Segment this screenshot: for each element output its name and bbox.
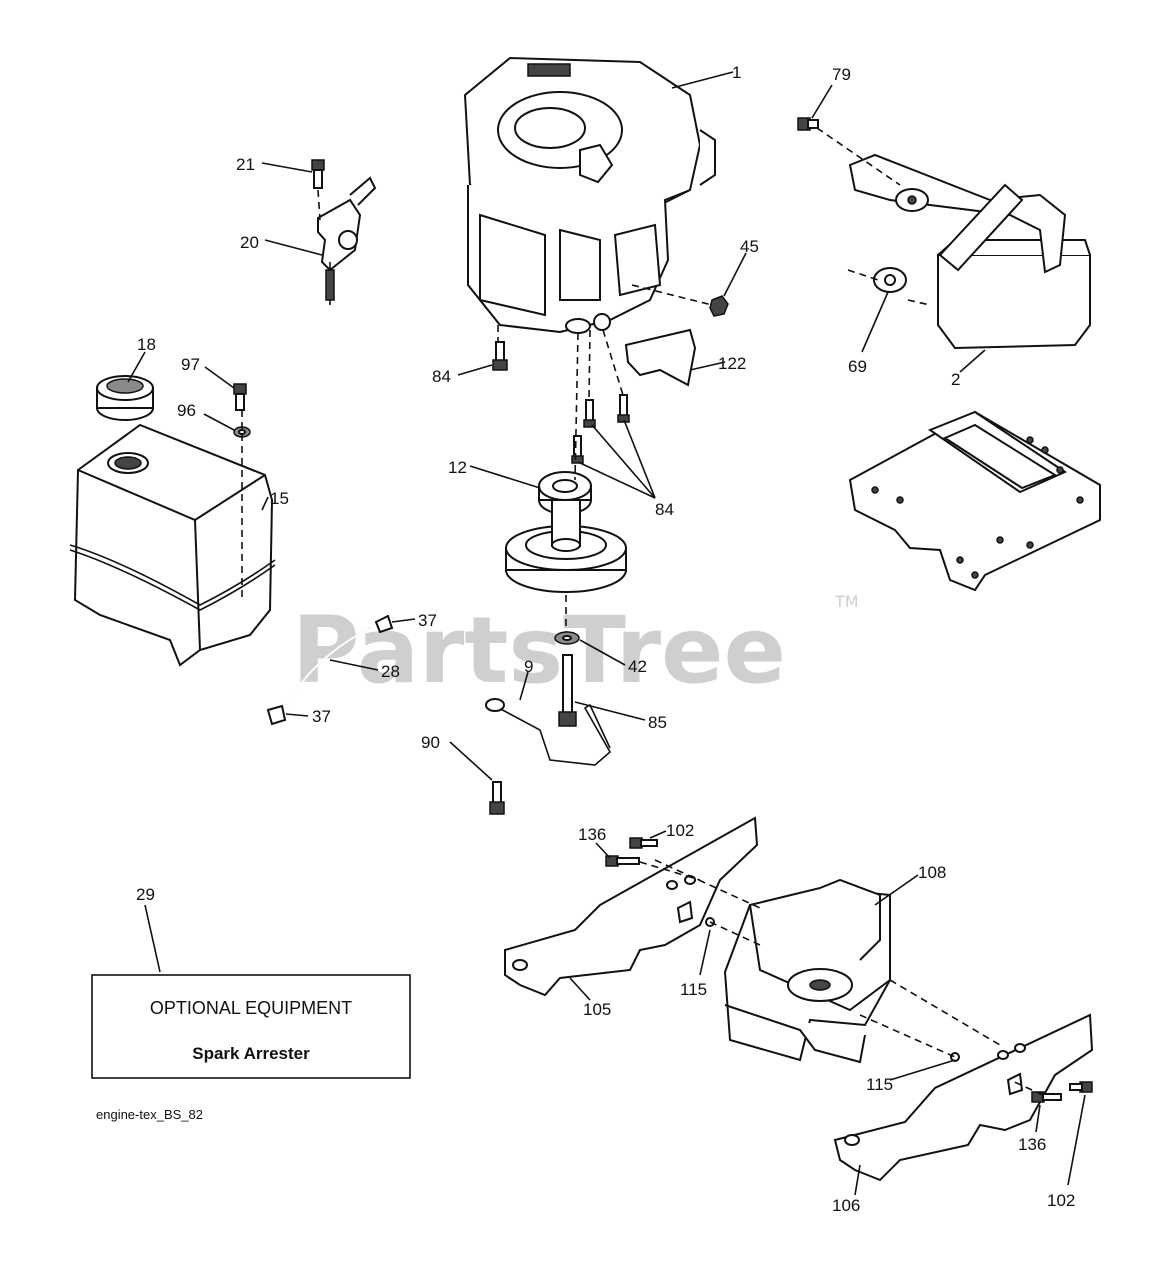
callout-29: 29 [136, 885, 155, 904]
callout-45: 45 [740, 237, 759, 256]
callout-115-left: 115 [680, 980, 707, 999]
callout-115-right: 115 [866, 1075, 893, 1094]
nut-45 [709, 295, 729, 317]
muffler-part [848, 153, 1091, 350]
callout-90: 90 [421, 733, 440, 752]
callout-105: 105 [583, 1000, 611, 1019]
fuel-tank-part [69, 423, 276, 667]
callout-37-bottom: 37 [312, 707, 331, 726]
callout-12: 12 [448, 458, 467, 477]
watermark-text: PartsTree [292, 597, 786, 704]
optional-equipment-box: OPTIONAL EQUIPMENT Spark Arrester [91, 974, 411, 1079]
callout-84-group: 84 [655, 500, 674, 519]
callout-9: 9 [524, 657, 533, 676]
fuel-line-part [287, 627, 371, 706]
clamp-37-bottom [266, 704, 287, 726]
callout-85: 85 [648, 713, 667, 732]
callout-136-top: 136 [578, 825, 606, 844]
callout-97: 97 [181, 355, 200, 374]
callout-102-bottom: 102 [1047, 1191, 1075, 1210]
watermark-trademark: TM [834, 592, 859, 611]
callout-20: 20 [240, 233, 259, 252]
throttle-bracket-part [317, 176, 377, 305]
bolt-84-left [492, 341, 508, 371]
washer-42 [554, 631, 580, 645]
callout-102-top: 102 [666, 821, 694, 840]
fuel-cap-part [96, 375, 154, 421]
mount-plate-part [848, 410, 1101, 592]
frame-rail-right [833, 1013, 1094, 1182]
bolts-84-group [571, 394, 630, 464]
callout-84-left: 84 [432, 367, 451, 386]
callout-79: 79 [832, 65, 851, 84]
callout-108: 108 [918, 863, 946, 882]
gasket-part [873, 267, 907, 293]
clamp-37-top [374, 614, 394, 634]
callout-2: 2 [951, 370, 960, 389]
callout-42: 42 [628, 657, 647, 676]
pulley-large-part [505, 499, 627, 593]
callout-69: 69 [848, 357, 867, 376]
callout-21: 21 [236, 155, 255, 174]
bolt-102-top [629, 837, 658, 849]
callout-136-bottom: 136 [1018, 1135, 1046, 1154]
callout-122: 122 [718, 354, 746, 373]
optional-equipment-subtitle: Spark Arrester [192, 1044, 310, 1063]
callout-96: 96 [177, 401, 196, 420]
callout-1: 1 [732, 63, 741, 82]
diagram-filename: engine-tex_BS_82 [96, 1107, 203, 1122]
callout-37-top: 37 [418, 611, 437, 630]
bolt-136-top [605, 855, 640, 867]
engine-part [463, 56, 716, 334]
bolt-90 [489, 781, 505, 815]
bolt-85 [558, 654, 577, 727]
callout-28: 28 [381, 662, 400, 681]
bolt-136-bottom [1031, 1091, 1062, 1103]
frame-rail-left [504, 816, 759, 997]
leader-lines [127, 71, 1086, 1196]
optional-equipment-title: OPTIONAL EQUIPMENT [150, 998, 352, 1018]
bolt-79 [797, 117, 819, 131]
screw-21 [311, 159, 325, 189]
callout-labels: 1 79 21 20 45 69 2 18 97 96 84 122 15 12… [136, 63, 1075, 1215]
bolt-97 [233, 383, 247, 411]
assembly-lines [241, 127, 1044, 1096]
callout-15: 15 [270, 489, 289, 508]
bracket-9-part [485, 698, 612, 766]
shield-part [624, 328, 697, 387]
bolt-102-bottom [1069, 1081, 1093, 1093]
callout-18: 18 [137, 335, 156, 354]
blade-housing-part [723, 878, 891, 1064]
callout-106: 106 [832, 1196, 860, 1215]
